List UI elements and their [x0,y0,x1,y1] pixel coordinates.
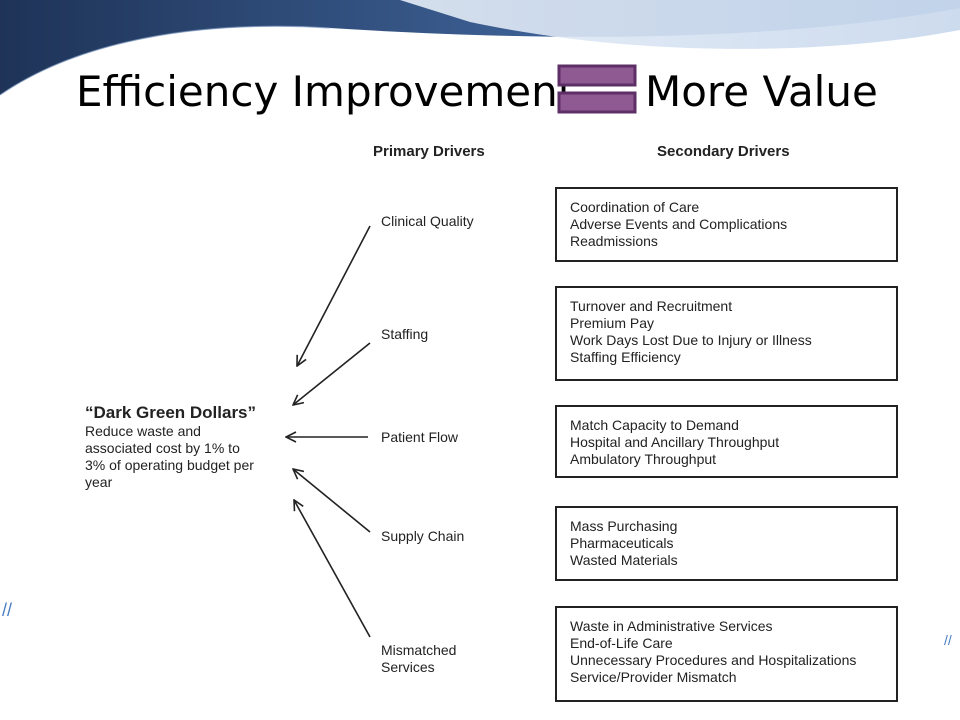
secondary-item: Mass Purchasing [570,518,678,534]
secondary-item: Readmissions [570,233,658,249]
secondary-item: Waste in Administrative Services [570,618,773,634]
primary-driver-clinical-quality: Clinical Quality [381,213,474,229]
primary-driver-mismatched-services: Mismatched Services [381,642,457,675]
arrow-supply-chain [293,469,371,533]
secondary-item: Turnover and Recruitment [570,298,733,314]
primary-driver-staffing: Staffing [381,326,429,342]
secondary-item: Pharmaceuticals [570,535,674,551]
edge-slash-decoration: // [944,632,952,648]
slide-title-left: Efficiency Improvement [76,67,575,116]
secondary-item: Staffing Efficiency [570,349,681,365]
primary-driver-supply-chain: Supply Chain [381,528,465,544]
secondary-box-patient-flow: Match Capacity to Demand Hospital and An… [555,405,898,478]
secondary-box-staffing: Turnover and Recruitment Premium Pay Wor… [555,286,898,381]
goal-block: “Dark Green Dollars” Reduce waste and as… [85,403,285,491]
secondary-box-supply-chain: Mass Purchasing Pharmaceuticals Wasted M… [555,506,898,581]
secondary-item: Hospital and Ancillary Throughput [570,434,780,450]
secondary-box-clinical-quality: Coordination of Care Adverse Events and … [555,187,898,262]
goal-description: Reduce waste and associated cost by 1% t… [85,423,254,490]
secondary-item: Wasted Materials [570,552,678,568]
primary-drivers-header: Primary Drivers [373,143,485,160]
secondary-item: Unnecessary Procedures and Hospitalizati… [570,652,857,668]
header-swoosh-decoration [0,0,960,96]
arrow-mismatched-services [294,500,371,638]
slide-title-right: More Value [645,67,878,116]
secondary-item: End-of-Life Care [570,635,673,651]
goal-title: “Dark Green Dollars” [85,403,257,422]
secondary-item: Coordination of Care [570,199,700,215]
secondary-item: Service/Provider Mismatch [570,669,737,685]
edge-slash-decoration: // [2,600,13,620]
arrow-clinical-quality [297,225,371,366]
secondary-box-mismatched-services: Waste in Administrative Services End-of-… [555,606,898,702]
primary-driver-patient-flow: Patient Flow [381,429,459,445]
arrow-staffing [293,342,371,405]
secondary-item: Work Days Lost Due to Injury or Illness [570,332,812,348]
secondary-item: Ambulatory Throughput [570,451,717,467]
equals-icon [557,64,637,114]
secondary-item: Premium Pay [570,315,655,331]
secondary-item: Adverse Events and Complications [570,216,788,232]
secondary-drivers-header: Secondary Drivers [657,143,790,160]
secondary-item: Match Capacity to Demand [570,417,739,433]
